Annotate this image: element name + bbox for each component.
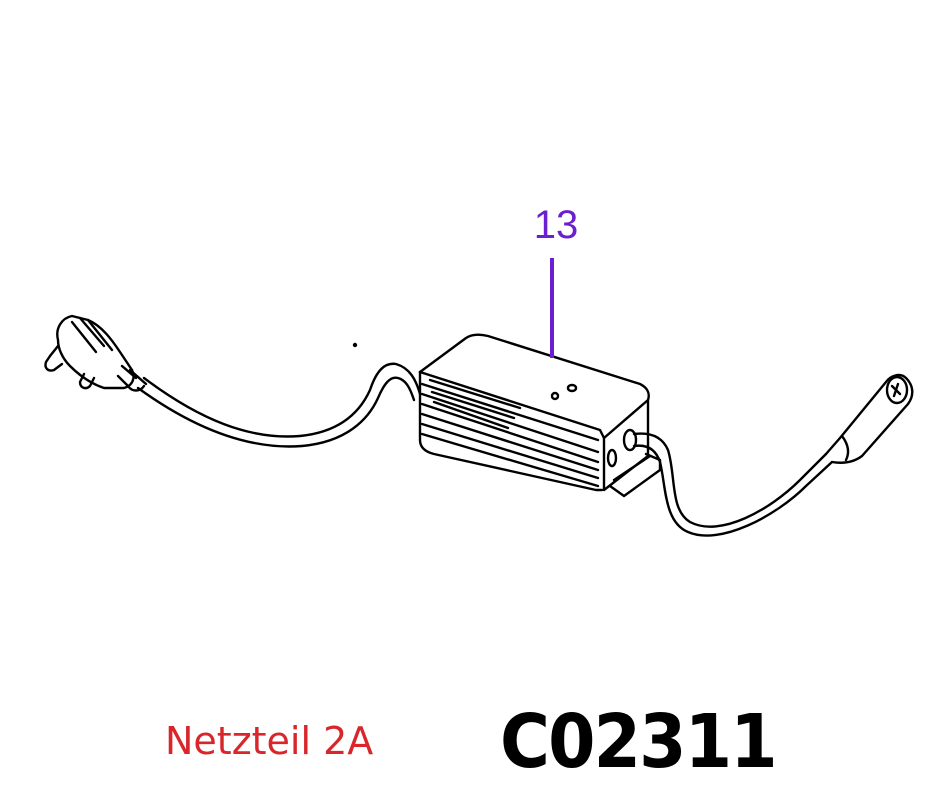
dc-connector [824, 373, 914, 464]
power-supply-unit [418, 333, 662, 498]
part-code: C02311 [500, 699, 778, 785]
callout-number: 13 [533, 203, 579, 247]
power-cable-input [136, 362, 422, 448]
mains-plug [44, 314, 148, 392]
power-cable-output [632, 432, 834, 537]
part-name: Netzteil 2A [165, 719, 374, 763]
